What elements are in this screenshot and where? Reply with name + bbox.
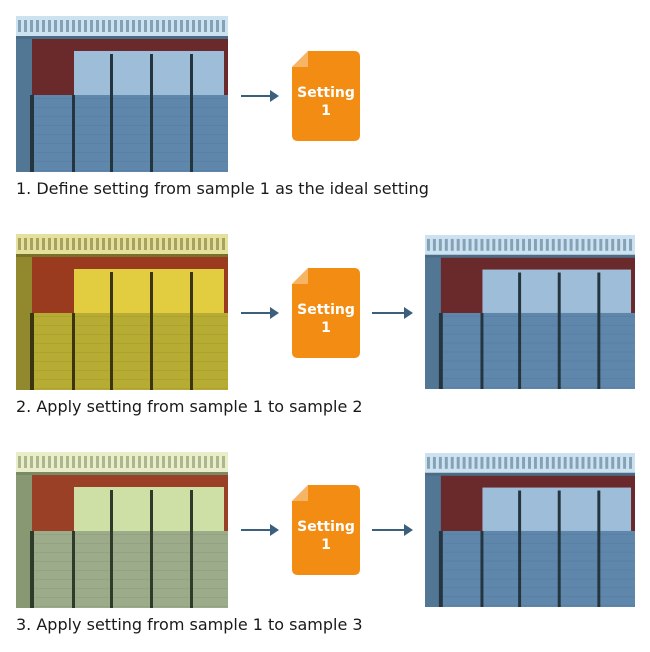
- arrow-to-result: [372, 307, 414, 319]
- micro-chip-image: [425, 235, 635, 389]
- sample-2-result-image: [425, 235, 635, 389]
- micro-chip-image: [16, 16, 228, 172]
- micro-chip-image: [16, 234, 228, 390]
- step-caption: 1. Define setting from sample 1 as the i…: [16, 179, 429, 198]
- arrow-to-result: [372, 524, 414, 536]
- sample-2-image: [16, 234, 228, 390]
- arrow-to-setting: [241, 90, 279, 102]
- setting-label: Setting: [297, 85, 355, 101]
- setting-number: 1: [321, 103, 331, 119]
- setting-number: 1: [321, 320, 331, 336]
- sample-1-image: [16, 16, 228, 172]
- micro-chip-image: [16, 452, 228, 608]
- setting-document-icon: Setting 1: [292, 485, 360, 575]
- sample-3-result-image: [425, 453, 635, 607]
- sample-3-image: [16, 452, 228, 608]
- setting-document-icon: Setting 1: [292, 51, 360, 141]
- setting-number: 1: [321, 537, 331, 553]
- arrow-to-setting: [241, 524, 279, 536]
- micro-chip-image: [425, 453, 635, 607]
- step-caption: 3. Apply setting from sample 1 to sample…: [16, 615, 363, 634]
- setting-label: Setting: [297, 519, 355, 535]
- setting-document-icon: Setting 1: [292, 268, 360, 358]
- arrow-to-setting: [241, 307, 279, 319]
- step-caption: 2. Apply setting from sample 1 to sample…: [16, 397, 363, 416]
- setting-label: Setting: [297, 302, 355, 318]
